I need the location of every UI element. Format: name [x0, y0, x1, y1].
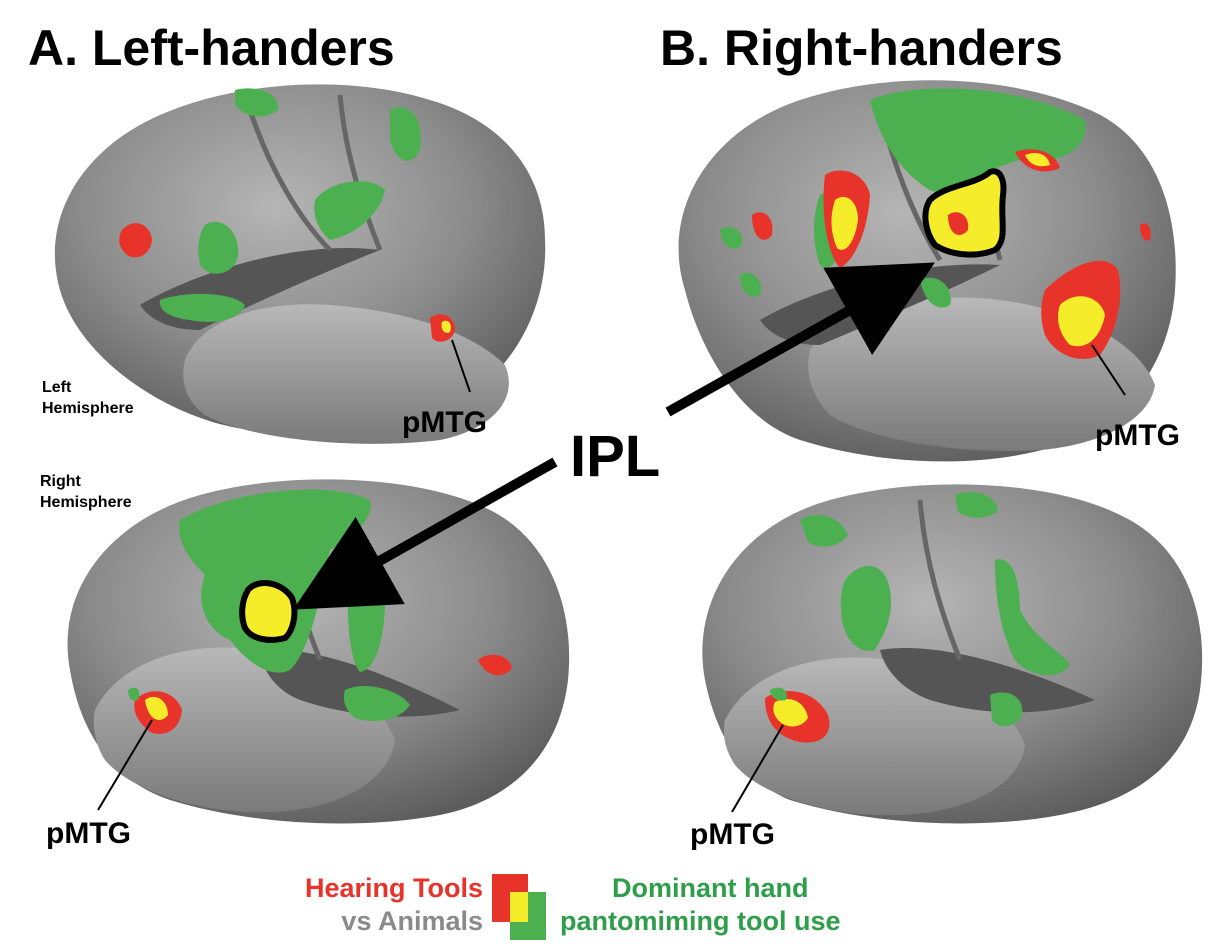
pantomime-activation	[390, 107, 421, 161]
brain-b-right-hemisphere	[702, 484, 1203, 824]
pmtg-pointer-line	[451, 339, 471, 393]
ipl-arrow-to-left-handers	[293, 457, 558, 610]
hemisphere-label-right-line1: Right	[40, 473, 82, 490]
sylvian-fissure	[880, 648, 1095, 713]
overlap-activation	[773, 698, 808, 727]
ipl-region-right-handers	[922, 168, 1007, 258]
overlap-activation	[1058, 296, 1105, 347]
pantomime-activation	[740, 272, 762, 297]
brain-a-left-hemisphere	[54, 84, 546, 444]
brain-a-right-hemisphere	[67, 479, 570, 824]
hearing-tools-activation	[478, 654, 512, 676]
panel-a-title: A. Left-handers	[28, 20, 395, 76]
sulcus	[337, 94, 383, 251]
sulcus	[917, 499, 963, 661]
hearing-tools-activation	[1140, 223, 1151, 241]
pantomime-activation	[840, 566, 892, 651]
pantomime-activation	[800, 515, 848, 547]
ipl-region-left-handers	[239, 580, 298, 643]
hearing-tools-activation	[752, 212, 773, 240]
hemisphere-label-left-line2: Hemisphere	[42, 400, 134, 417]
legend: Hearing Tools vs Animals Dominant hand p…	[305, 873, 841, 940]
sulcus	[247, 109, 332, 252]
legend-pantomime-line2: pantomiming tool use	[560, 906, 841, 936]
pantomime-activation	[159, 293, 245, 322]
pmtg-pointer-line	[731, 724, 784, 813]
pmtg-label-b-bottom: pMTG	[690, 818, 775, 851]
pmtg-label-a-bottom: pMTG	[46, 817, 131, 850]
hearing-tools-activation	[948, 212, 969, 235]
pantomime-activation	[128, 687, 140, 701]
pmtg-pointer-line	[1091, 344, 1126, 396]
legend-hearing-tools-line1: Hearing Tools	[305, 873, 483, 903]
pantomime-activation	[990, 692, 1023, 727]
overlap-activation	[831, 196, 858, 250]
hemisphere-label-right-line2: Hemisphere	[40, 494, 132, 511]
pantomime-activation	[995, 559, 1070, 676]
temporal-lobe	[183, 304, 509, 444]
pantomime-activation	[720, 226, 743, 249]
legend-swatch-overlap	[510, 892, 528, 922]
pmtg-label-b-top: pMTG	[1095, 419, 1180, 452]
brain-b-left-hemisphere	[678, 80, 1176, 462]
panel-b-title: B. Right-handers	[660, 20, 1063, 76]
ipl-arrow-to-right-handers	[665, 262, 935, 417]
overlap-activation	[145, 696, 168, 720]
pantomime-activation	[314, 181, 385, 240]
pantomime-activation	[955, 492, 998, 518]
hearing-tools-activation	[119, 223, 152, 258]
pantomime-activation	[198, 221, 239, 274]
pmtg-pointer-line	[97, 719, 153, 811]
pantomime-activation	[770, 687, 787, 701]
pantomime-activation	[343, 685, 410, 722]
sylvian-fissure	[260, 649, 460, 717]
pmtg-label-a-top: pMTG	[402, 406, 487, 439]
overlap-activation	[1025, 153, 1050, 167]
ipl-label: IPL	[570, 424, 660, 489]
legend-pantomime-line1: Dominant hand	[612, 873, 809, 903]
overlap-activation	[441, 320, 451, 333]
pantomime-activation	[235, 88, 279, 117]
pantomime-activation	[870, 88, 1086, 193]
hemisphere-label-left-line1: Left	[42, 379, 72, 396]
legend-hearing-tools-line2: vs Animals	[341, 906, 483, 936]
